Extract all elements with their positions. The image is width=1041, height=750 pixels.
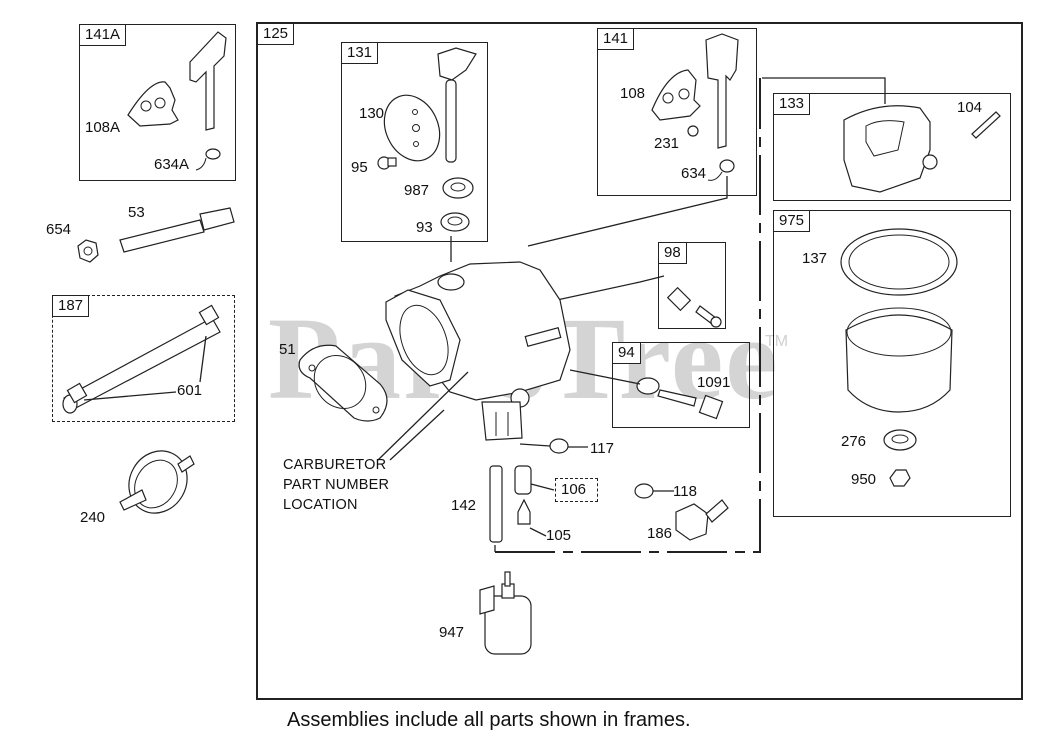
part-137-gasket[interactable]	[840, 228, 958, 296]
frame-94[interactable]: 94	[612, 342, 750, 428]
part-231-screw[interactable]	[687, 125, 699, 137]
frame-106[interactable]: 106	[555, 478, 598, 502]
part-label-186[interactable]: 186	[647, 525, 673, 542]
part-276-washer[interactable]	[883, 429, 917, 451]
note-line-2: PART NUMBER	[283, 477, 390, 493]
frame-187-label: 187	[52, 295, 90, 317]
part-carburetor-body[interactable]	[385, 261, 571, 441]
frame-187[interactable]: 187	[52, 295, 235, 422]
frame-141-label: 141	[597, 28, 635, 50]
note-line-3: LOCATION	[283, 497, 358, 513]
frame-125-label: 125	[257, 23, 295, 45]
frame-125[interactable]: 125	[256, 22, 1023, 700]
watermark-trademark: TM	[765, 333, 789, 350]
part-label-108A[interactable]: 108A	[85, 119, 121, 136]
frame-98[interactable]: 98	[658, 242, 726, 329]
diagram-caption: Assemblies include all parts shown in fr…	[287, 709, 691, 731]
part-104-pin[interactable]	[971, 111, 1001, 139]
frame-141[interactable]: 141	[597, 28, 757, 196]
frame-141A[interactable]: 141A	[79, 24, 236, 181]
part-label-130[interactable]: 130	[359, 105, 385, 122]
part-label-987[interactable]: 987	[404, 182, 430, 199]
frame-106-label: 106	[561, 481, 587, 498]
part-label-1091[interactable]: 1091	[697, 374, 731, 391]
frame-975[interactable]: 975	[773, 210, 1011, 517]
part-label-947[interactable]: 947	[439, 624, 465, 641]
frame-141A-label: 141A	[79, 24, 127, 46]
part-label-104[interactable]: 104	[957, 99, 983, 116]
part-131-shaft[interactable]	[437, 47, 477, 163]
part-950-nut[interactable]	[889, 469, 911, 487]
part-53-fitting[interactable]	[119, 207, 235, 253]
part-label-654[interactable]: 654	[46, 221, 72, 238]
part-186-elbow[interactable]	[675, 499, 729, 541]
part-label-95[interactable]: 95	[351, 159, 368, 176]
part-240-filter[interactable]	[118, 440, 198, 523]
part-141A-lever[interactable]	[189, 31, 227, 131]
part-130-throttle-plate[interactable]	[374, 86, 450, 170]
part-106-bushing[interactable]	[514, 465, 532, 495]
frame-131-label: 131	[341, 42, 379, 64]
part-label-634A[interactable]: 634A	[154, 156, 190, 173]
part-108-plate[interactable]	[651, 69, 701, 121]
part-133-float[interactable]	[843, 105, 938, 193]
part-634-spring[interactable]	[707, 159, 735, 181]
frame-131[interactable]: 131	[341, 42, 488, 242]
part-label-142[interactable]: 142	[451, 497, 477, 514]
part-93-cap[interactable]	[440, 212, 470, 232]
part-label-117[interactable]: 117	[590, 440, 614, 457]
part-95-screw[interactable]	[377, 156, 397, 170]
part-label-118[interactable]: 118	[673, 483, 697, 500]
note-line-1: CARBURETOR	[283, 457, 387, 473]
part-142-tube[interactable]	[489, 465, 503, 543]
part-label-105[interactable]: 105	[546, 527, 572, 544]
part-987-seal[interactable]	[442, 177, 474, 199]
part-label-601[interactable]: 601	[177, 382, 203, 399]
frame-94-label: 94	[612, 342, 641, 364]
frame-133-label: 133	[773, 93, 811, 115]
part-label-53[interactable]: 53	[128, 204, 145, 221]
part-187-hose[interactable]	[62, 304, 221, 414]
part-label-108[interactable]: 108	[620, 85, 646, 102]
part-51-gasket[interactable]	[298, 344, 388, 422]
part-label-137[interactable]: 137	[802, 250, 828, 267]
frame-98-label: 98	[658, 242, 687, 264]
part-98-screw[interactable]	[666, 286, 722, 328]
part-label-51[interactable]: 51	[279, 341, 296, 358]
part-947-solenoid[interactable]	[479, 571, 532, 655]
part-label-240[interactable]: 240	[80, 509, 106, 526]
part-label-276[interactable]: 276	[841, 433, 867, 450]
part-634A-spring[interactable]	[195, 148, 221, 171]
part-108A-plate[interactable]	[127, 81, 179, 127]
part-94-needle[interactable]	[636, 377, 724, 420]
part-label-634[interactable]: 634	[681, 165, 707, 182]
carburetor-part-number-note: CARBURETOR PART NUMBER LOCATION	[283, 455, 389, 515]
part-label-231[interactable]: 231	[654, 135, 680, 152]
frame-975-label: 975	[773, 210, 811, 232]
part-141-lever[interactable]	[705, 33, 739, 149]
frame-133[interactable]: 133	[773, 93, 1011, 201]
part-105-needle[interactable]	[517, 498, 531, 525]
part-bowl[interactable]	[845, 307, 953, 413]
part-654-nut[interactable]	[77, 239, 99, 263]
part-label-950[interactable]: 950	[851, 471, 877, 488]
part-label-93[interactable]: 93	[416, 219, 433, 236]
